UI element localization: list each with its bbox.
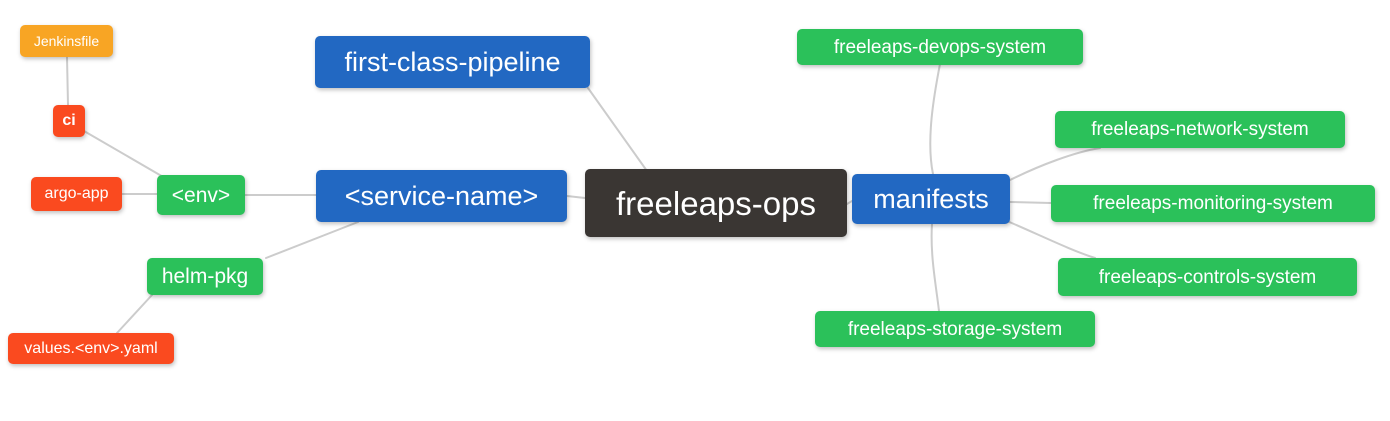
node-freeleaps-network-system[interactable]: freeleaps-network-system bbox=[1055, 111, 1345, 148]
node-freeleaps-devops-system[interactable]: freeleaps-devops-system bbox=[797, 29, 1083, 65]
node-jenkinsfile[interactable]: Jenkinsfile bbox=[20, 25, 113, 57]
node-argo-app[interactable]: argo-app bbox=[31, 177, 122, 211]
node-service-name[interactable]: <service-name> bbox=[316, 170, 567, 222]
edge-ci-env bbox=[83, 130, 166, 179]
edge-manifests-devops bbox=[929, 63, 941, 175]
node-helm-pkg[interactable]: helm-pkg bbox=[147, 258, 263, 295]
node-manifests[interactable]: manifests bbox=[852, 174, 1010, 224]
edge-manifests-storage bbox=[930, 223, 940, 312]
node-first-class-pipeline[interactable]: first-class-pipeline bbox=[315, 36, 590, 88]
edge-jenkinsfile-ci bbox=[66, 56, 69, 106]
edge-service-name-helm-pkg bbox=[265, 221, 359, 259]
edge-helm-pkg-values bbox=[116, 294, 153, 334]
edge-manifests-controls bbox=[1006, 220, 1096, 259]
node-freeleaps-ops[interactable]: freeleaps-ops bbox=[585, 169, 847, 237]
edge-pipeline-freeleaps-ops bbox=[587, 87, 648, 172]
node-freeleaps-monitoring-system[interactable]: freeleaps-monitoring-system bbox=[1051, 185, 1375, 222]
edge-manifests-network bbox=[1007, 147, 1101, 182]
node-freeleaps-controls-system[interactable]: freeleaps-controls-system bbox=[1058, 258, 1357, 296]
edge-freeleaps-ops-manifests bbox=[846, 200, 853, 205]
node-env[interactable]: <env> bbox=[157, 175, 245, 215]
node-ci[interactable]: ci bbox=[53, 105, 85, 137]
edge-manifests-monitoring bbox=[1009, 201, 1052, 204]
node-freeleaps-storage-system[interactable]: freeleaps-storage-system bbox=[815, 311, 1095, 347]
edge-service-name-freeleaps-ops bbox=[566, 195, 586, 199]
node-values-env-yaml[interactable]: values.<env>.yaml bbox=[8, 333, 174, 364]
